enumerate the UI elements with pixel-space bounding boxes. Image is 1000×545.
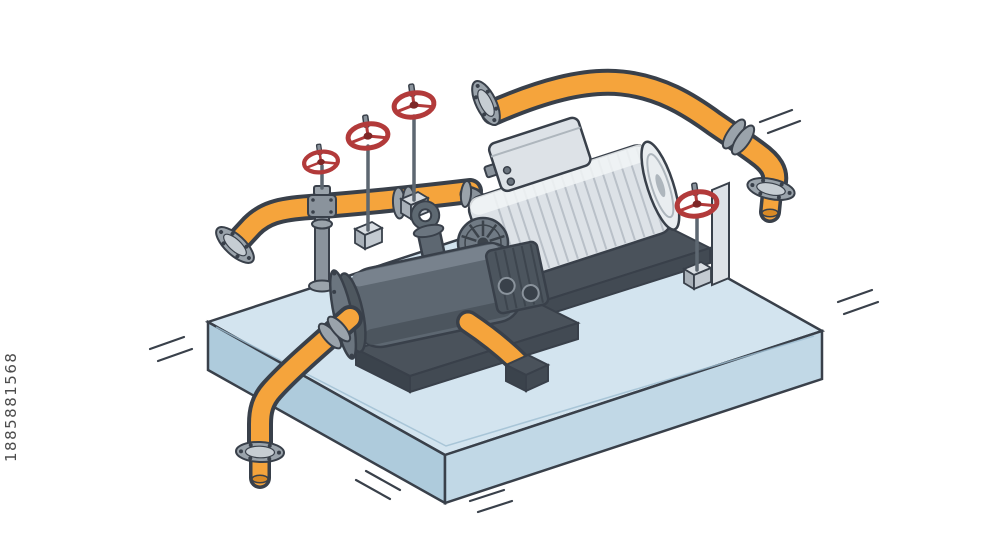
pipe-joint-ring xyxy=(730,124,756,156)
cable-gland xyxy=(502,165,512,175)
discharge-pipe xyxy=(465,68,798,223)
nozzle-flange xyxy=(412,223,445,239)
platform-right-face xyxy=(443,329,824,505)
pump-highlight xyxy=(352,244,500,287)
front-suction-pipe xyxy=(234,305,363,489)
valve-post-3 xyxy=(391,81,435,220)
cable-gland xyxy=(506,177,516,186)
valve-post-4 xyxy=(674,180,730,290)
drain-pedestal xyxy=(503,353,551,393)
drain-pipe xyxy=(456,310,551,393)
motor-end-hub xyxy=(655,174,666,198)
terminal-box-lid-line xyxy=(490,126,581,158)
watermark-id: 1885881568 xyxy=(2,352,20,462)
sight-port xyxy=(497,276,516,295)
pipe-joint-ring xyxy=(326,315,352,343)
bearing-block xyxy=(484,240,550,315)
pipe-end-cut xyxy=(251,474,269,484)
pipe-end-cut xyxy=(761,208,779,218)
valve-body xyxy=(307,185,337,218)
valve-post-2 xyxy=(345,112,389,250)
discharge-flange-right xyxy=(744,173,798,205)
motor-end-ring xyxy=(646,153,675,219)
motor-highlight xyxy=(469,144,648,215)
handwheel-3 xyxy=(391,81,435,119)
sight-port xyxy=(521,284,540,303)
terminal-box xyxy=(487,116,592,193)
standpipe-ring xyxy=(311,218,333,230)
sketch-hatch-marks xyxy=(148,108,880,514)
front-flange xyxy=(234,440,286,464)
lifting-eye-ring xyxy=(412,202,439,229)
pipe-joint-ring xyxy=(459,180,473,208)
inline-valve-1 xyxy=(302,142,340,293)
